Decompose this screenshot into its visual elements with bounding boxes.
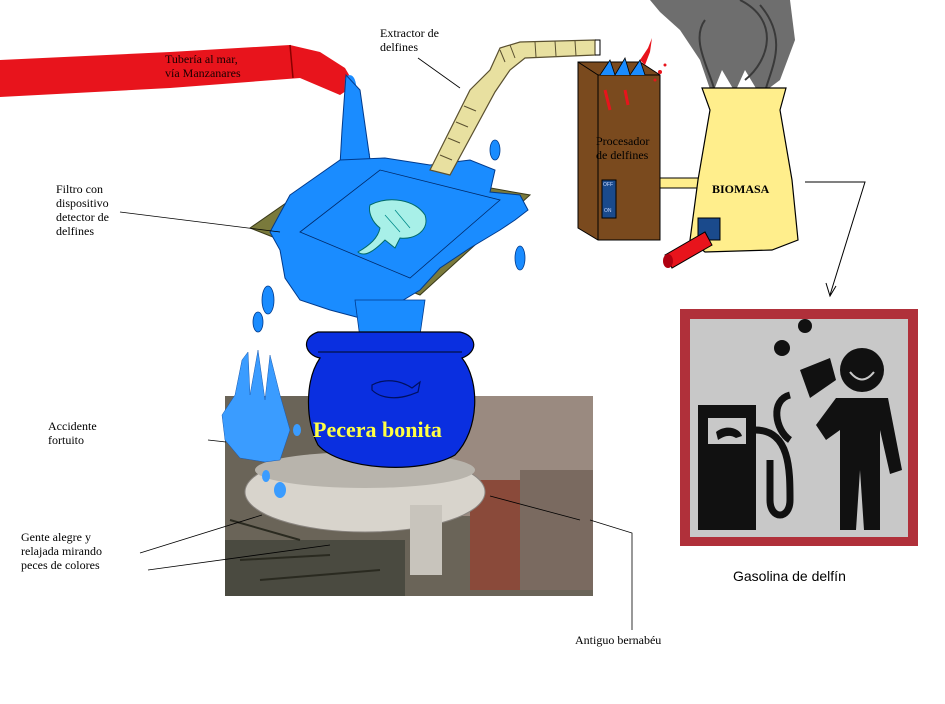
processor-label: Procesador de delfines: [596, 134, 650, 162]
biomass-label: BIOMASA: [712, 182, 770, 196]
pipe-label: Tubería al mar, vía Manzanares: [165, 52, 241, 80]
extractor-label: Extractor de delfines: [380, 26, 439, 54]
fuel-label: Gasolina de delfín: [733, 568, 846, 584]
people-label: Gente alegre y relajada mirando peces de…: [21, 530, 102, 572]
fishbowl-label: Pecera bonita: [313, 417, 442, 442]
water-drips: [252, 139, 526, 333]
dolphin-on-filter: [357, 199, 427, 255]
fishbowl: [306, 331, 476, 468]
stadium-label: Antiguo bernabéu: [575, 633, 662, 647]
accident-splash: [221, 349, 301, 498]
filter-label: Filtro con dispositivo detector de delfi…: [56, 182, 109, 238]
biomass-flask: [663, 87, 799, 269]
processor-switch-bottom-label: ON: [604, 208, 612, 214]
blood-splatter: [640, 38, 667, 82]
filter-grid-outline: [299, 169, 501, 279]
dolphin-fuel-sign: [680, 309, 918, 546]
smoke-cloud: [650, 0, 795, 95]
processor-switch-top-label: OFF: [603, 182, 613, 188]
accident-label: Accidente fortuito: [48, 419, 97, 447]
extractor-tube: [429, 39, 601, 176]
label-leader-lines: [119, 57, 633, 630]
sea-pipe: [0, 44, 355, 97]
biomass-to-fuel-arrow: [805, 181, 866, 298]
